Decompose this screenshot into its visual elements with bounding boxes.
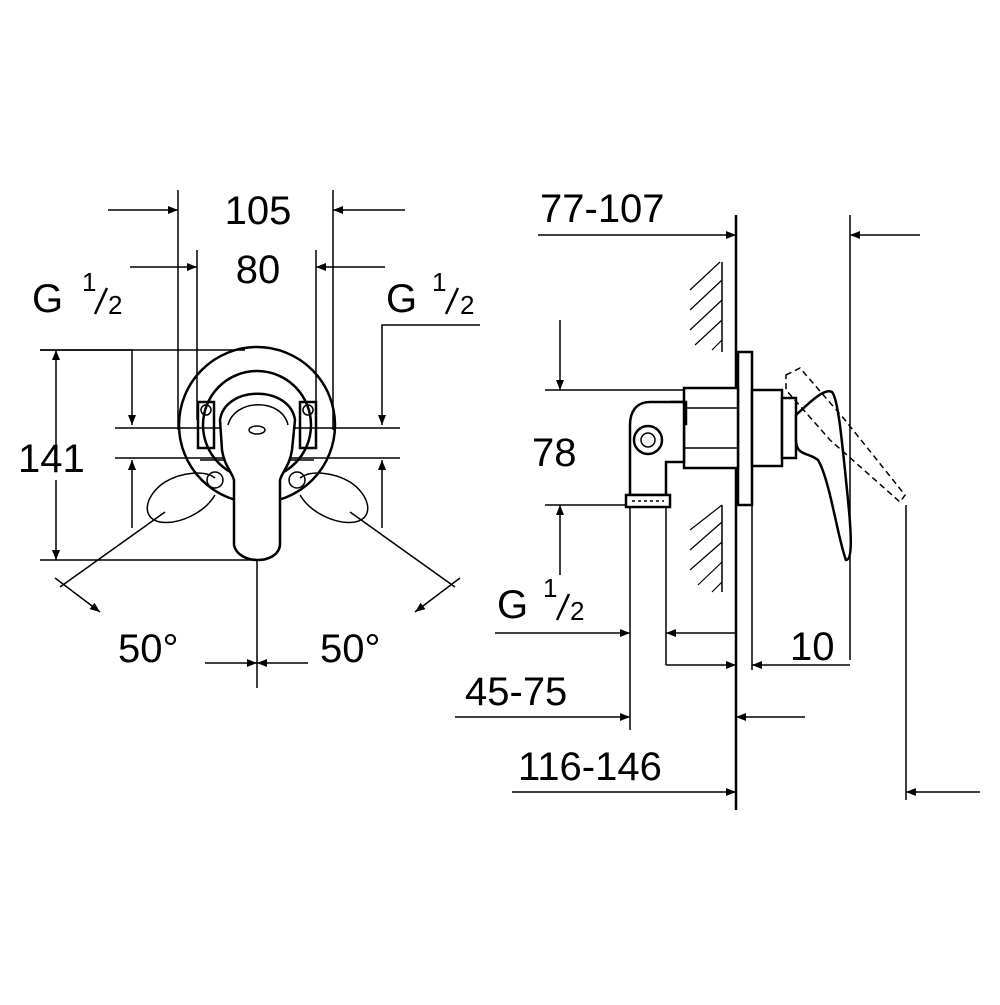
dim-105-label: 105 bbox=[225, 189, 292, 233]
thread-label-left: G 1 2 bbox=[32, 267, 122, 321]
svg-text:1: 1 bbox=[82, 267, 96, 297]
lever-handle bbox=[218, 392, 297, 562]
mixer-body bbox=[682, 386, 740, 470]
dim-80-label: 80 bbox=[236, 248, 281, 292]
angle-right-label: 50° bbox=[320, 627, 381, 671]
side-view: 77-107 78 G 1 bbox=[455, 187, 980, 810]
handle-position-right bbox=[299, 472, 369, 524]
angle-left-label: 50° bbox=[118, 627, 179, 671]
cover-plate bbox=[736, 350, 754, 507]
dim-45-75-label: 45-75 bbox=[465, 670, 567, 714]
thread-label-side: G 1 2 bbox=[497, 573, 584, 627]
front-view: 105 80 G 1 2 G 1 2 141 bbox=[18, 189, 480, 688]
dim-78-label: 78 bbox=[532, 431, 577, 475]
lever-open-position bbox=[785, 367, 906, 504]
dim-116-146-label: 116-146 bbox=[518, 745, 662, 789]
side-lever bbox=[794, 389, 853, 562]
dim-141-label: 141 bbox=[18, 437, 85, 481]
inlet-elbow bbox=[628, 400, 686, 497]
svg-text:2: 2 bbox=[108, 290, 122, 320]
inlet-port bbox=[632, 424, 664, 456]
handle-position-left bbox=[146, 472, 216, 524]
thread-label-right: G 1 2 bbox=[386, 267, 474, 321]
svg-text:1: 1 bbox=[432, 267, 446, 297]
svg-text:2: 2 bbox=[460, 290, 474, 320]
svg-text:G: G bbox=[386, 277, 417, 321]
dim-10-label: 10 bbox=[790, 625, 835, 669]
svg-text:G: G bbox=[497, 583, 528, 627]
wall-hatching bbox=[689, 261, 723, 593]
svg-text:1: 1 bbox=[543, 573, 557, 603]
dim-77-107-label: 77-107 bbox=[540, 187, 665, 231]
svg-text:G: G bbox=[32, 277, 63, 321]
svg-text:2: 2 bbox=[570, 596, 584, 626]
